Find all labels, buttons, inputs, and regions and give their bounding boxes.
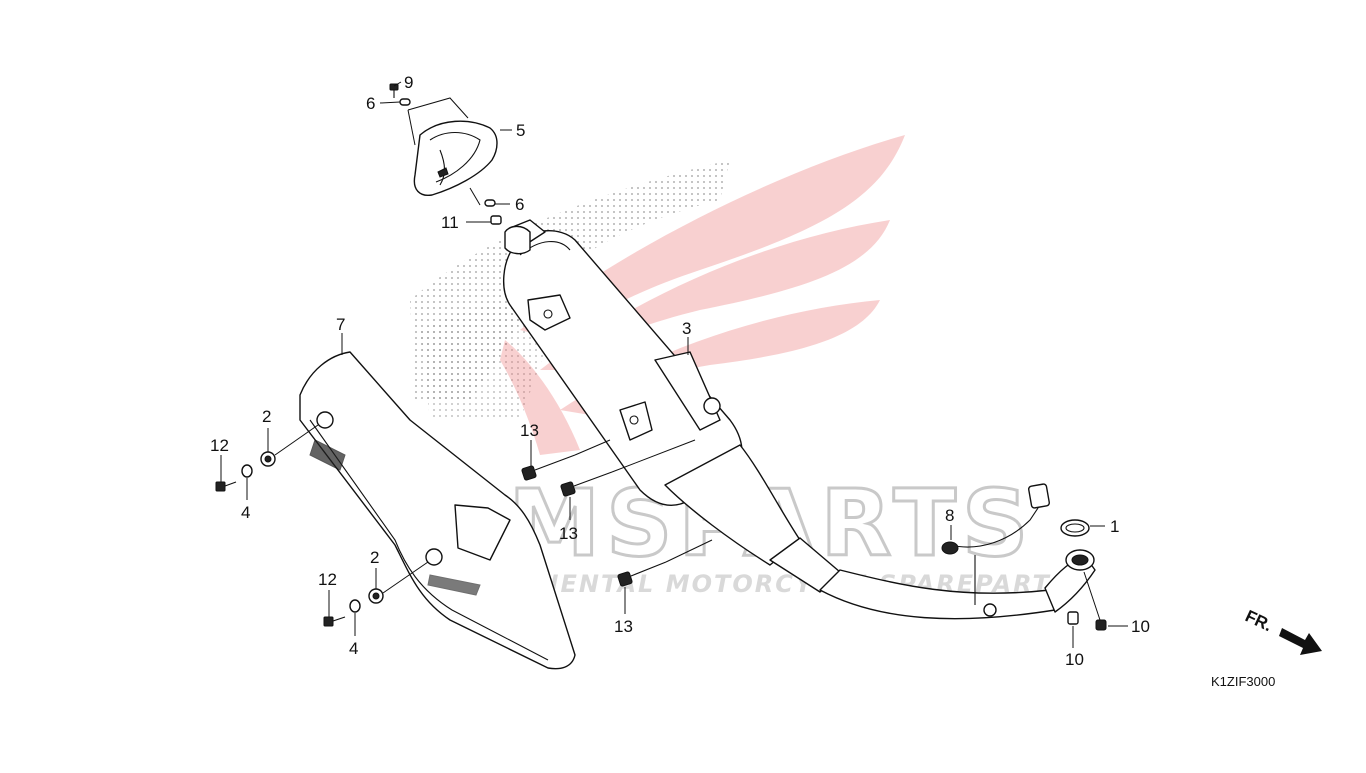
gasket-1	[1060, 519, 1090, 537]
screw-9	[389, 83, 399, 98]
callout-4-lower: 4	[349, 639, 358, 658]
callout-6-bottom: 6	[515, 195, 524, 214]
callout-13-c: 13	[614, 617, 633, 636]
collar-2b	[368, 588, 384, 604]
collar-11	[490, 215, 502, 225]
front-direction-indicator: FR.	[1242, 606, 1322, 655]
bolt-13a	[521, 439, 611, 481]
callout-labels: 9 6 5 6 11 7 3 2 12 4 13 13 2 12 4 13 8 …	[210, 73, 1150, 669]
diagram-code: K1ZIF3000	[1211, 674, 1275, 689]
bolt-13b	[560, 439, 696, 497]
flange-joint	[1065, 549, 1095, 571]
callout-13-a: 13	[520, 421, 539, 440]
o2-sensor-8	[941, 483, 1050, 555]
watermark-dotted-wing-2	[420, 304, 560, 420]
callout-13-b: 13	[559, 524, 578, 543]
washer-6-bottom	[484, 199, 496, 207]
washer-6-top	[399, 98, 411, 106]
leader-lines	[220, 81, 1128, 648]
nut-10b	[1095, 619, 1107, 631]
bolt-12b	[323, 616, 346, 627]
callout-4-upper: 4	[241, 503, 250, 522]
callout-6-top: 6	[366, 94, 375, 113]
heat-shield	[299, 351, 576, 670]
callout-9: 9	[404, 73, 413, 92]
callout-12-upper: 12	[210, 436, 229, 455]
callout-2-lower: 2	[370, 548, 379, 567]
washer-4b	[349, 599, 361, 613]
washer-4a	[241, 464, 253, 478]
muffler	[502, 219, 1096, 620]
callout-8: 8	[945, 506, 954, 525]
callout-2-upper: 2	[262, 407, 271, 426]
collar-2a	[260, 451, 276, 467]
callout-11: 11	[441, 213, 459, 232]
callout-10-lower: 10	[1065, 650, 1084, 669]
callout-1: 1	[1110, 517, 1119, 536]
callout-12-lower: 12	[318, 570, 337, 589]
callout-5: 5	[516, 121, 525, 140]
arrow-right-icon	[1279, 628, 1322, 655]
end-cap-protector	[407, 97, 498, 206]
bolt-13c	[617, 539, 713, 587]
front-label: FR.	[1242, 606, 1275, 635]
callout-7: 7	[336, 315, 345, 334]
callout-3: 3	[682, 319, 691, 338]
nut-10a	[1067, 611, 1079, 625]
bolt-12a	[215, 481, 237, 492]
callout-10-right: 10	[1131, 617, 1150, 636]
